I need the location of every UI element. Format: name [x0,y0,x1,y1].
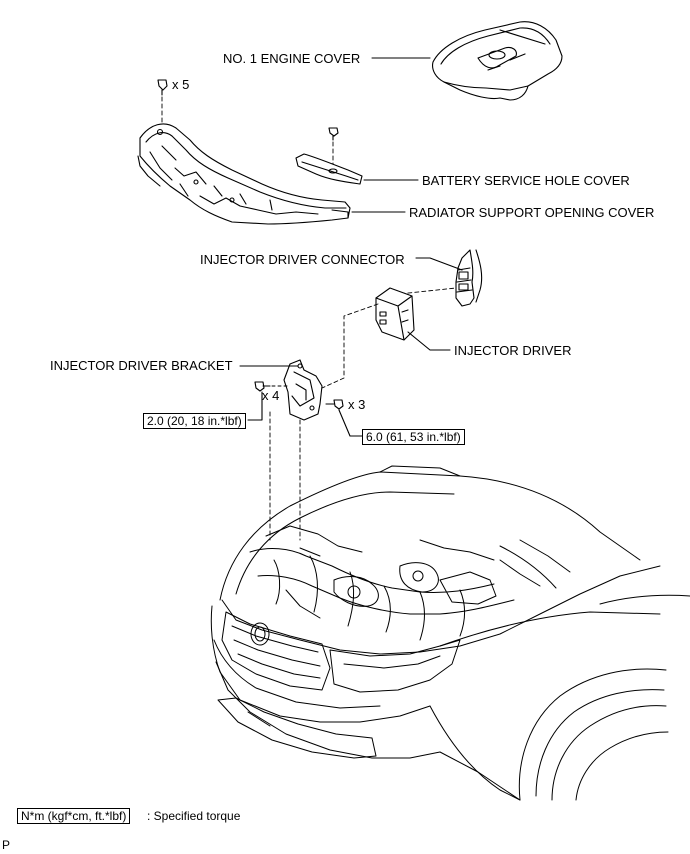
bracket-label: INJECTOR DRIVER BRACKET [50,358,233,373]
injector-driver-leader [407,331,451,351]
battery-cover-label: BATTERY SERVICE HOLE COVER [422,173,630,188]
radiator-support-opening-cover [137,123,351,225]
injector-driver-connector-part [455,249,483,307]
torque-spec-right: 6.0 (61, 53 in.*lbf) [362,429,465,445]
clip-quantity: x 5 [172,77,190,92]
legend-unit-box: N*m (kgf*cm, ft.*lbf) [17,808,131,824]
corner-mark: P [2,838,11,852]
clip-fastener [157,79,168,96]
battery-bolt [328,127,339,141]
connector-label: INJECTOR DRIVER CONNECTOR [200,252,405,267]
injector-driver-bracket-part [283,359,323,421]
torque-left-leader [247,391,263,421]
connector-leader [415,257,463,271]
bracket-bolt-right [325,399,344,410]
engine-cover-label: NO. 1 ENGINE COVER [223,51,361,66]
battery-service-hole-cover-part [295,153,363,185]
bolt-quantity-right: x 3 [348,397,366,412]
injector-driver-label: INJECTOR DRIVER [454,343,572,358]
bolt-quantity-left: x 4 [262,388,280,403]
legend-description: : Specified torque [147,809,241,823]
driver-bracket-guide [321,303,379,389]
radiator-cover-label: RADIATOR SUPPORT OPENING COVER [409,205,655,220]
vehicle-front-illustration [210,465,690,801]
torque-right-leader [338,409,363,437]
torque-spec-left: 2.0 (20, 18 in.*lbf) [143,413,246,429]
injector-driver-part [375,287,415,341]
connector-guide [379,287,457,297]
engine-cover-part [432,21,563,101]
bracket-bolt-left [254,381,271,392]
